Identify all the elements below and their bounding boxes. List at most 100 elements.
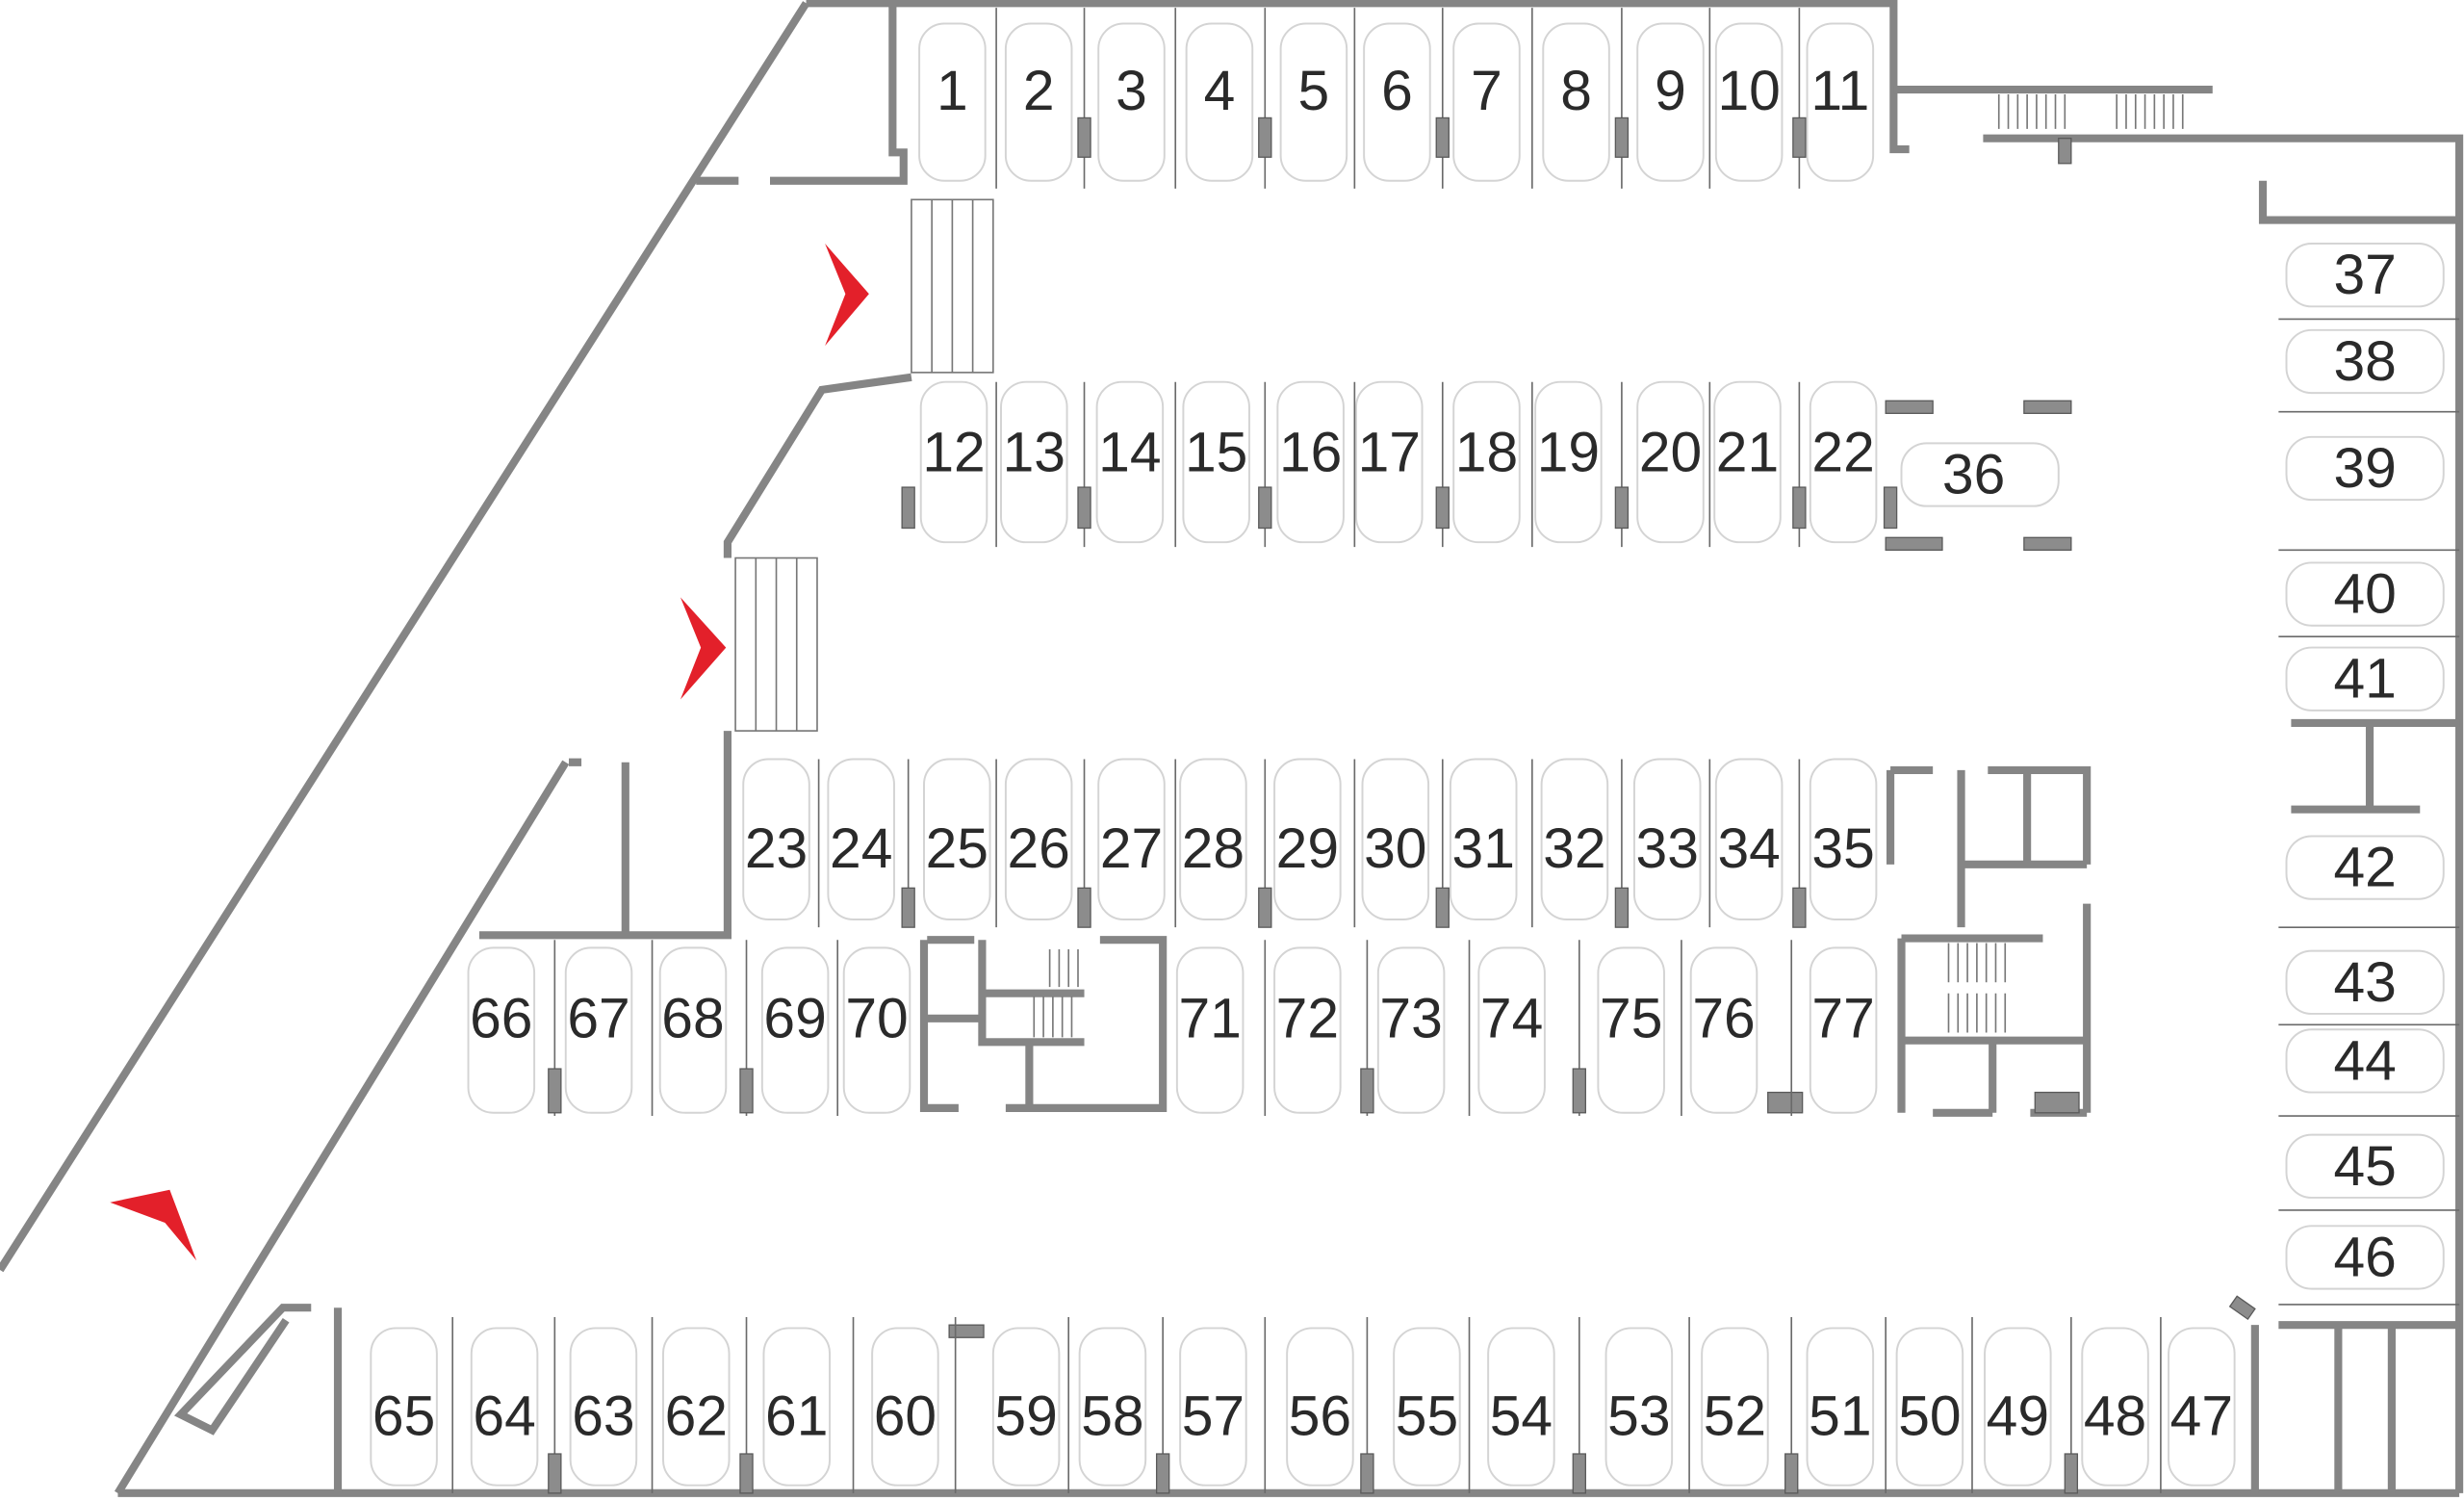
parking-spot[interactable]: 15 bbox=[1182, 380, 1250, 544]
parking-spot[interactable]: 38 bbox=[2285, 328, 2445, 395]
parking-spot[interactable]: 19 bbox=[1534, 380, 1603, 544]
parking-spot[interactable]: 68 bbox=[658, 946, 728, 1114]
parking-spot[interactable]: 13 bbox=[1000, 380, 1068, 544]
parking-spot[interactable]: 25 bbox=[923, 758, 991, 920]
parking-spot[interactable]: 37 bbox=[2285, 243, 2445, 308]
spot-number: 8 bbox=[1560, 60, 1592, 122]
car-icon bbox=[1597, 946, 1665, 1114]
spot-number: 13 bbox=[1003, 422, 1065, 484]
spot-number: 15 bbox=[1185, 422, 1247, 484]
parking-spot[interactable]: 30 bbox=[1361, 758, 1430, 920]
parking-spot[interactable]: 2 bbox=[1004, 22, 1073, 182]
pillar bbox=[948, 1324, 985, 1338]
parking-spot[interactable]: 18 bbox=[1452, 380, 1521, 544]
parking-spot[interactable]: 10 bbox=[1714, 22, 1784, 182]
parking-spot[interactable]: 11 bbox=[1806, 22, 1875, 182]
parking-spot[interactable]: 42 bbox=[2285, 835, 2445, 900]
parking-spot[interactable]: 6 bbox=[1363, 22, 1431, 182]
parking-spot[interactable]: 48 bbox=[2081, 1327, 2149, 1487]
parking-spot[interactable]: 4 bbox=[1185, 22, 1254, 182]
parking-spot[interactable]: 40 bbox=[2285, 561, 2445, 627]
parking-spot[interactable]: 24 bbox=[827, 758, 895, 920]
parking-spot[interactable]: 28 bbox=[1179, 758, 1247, 920]
parking-spot[interactable]: 59 bbox=[991, 1327, 1061, 1487]
parking-spot[interactable]: 33 bbox=[1632, 758, 1702, 920]
parking-spot[interactable]: 51 bbox=[1806, 1327, 1875, 1487]
parking-spot[interactable]: 26 bbox=[1004, 758, 1073, 920]
stairwell-right bbox=[1886, 765, 2092, 1117]
parking-spot[interactable]: 53 bbox=[1604, 1327, 1674, 1487]
parking-spot[interactable]: 49 bbox=[1984, 1327, 2052, 1487]
parking-spot[interactable]: 71 bbox=[1175, 946, 1245, 1114]
pillar bbox=[2023, 536, 2072, 552]
parking-spot[interactable]: 70 bbox=[842, 946, 911, 1114]
parking-spot[interactable]: 1 bbox=[918, 22, 987, 182]
parking-spot[interactable]: 8 bbox=[1542, 22, 1610, 182]
parking-spot[interactable]: 32 bbox=[1540, 758, 1609, 920]
spot-number: 69 bbox=[763, 987, 826, 1049]
parking-spot[interactable]: 69 bbox=[760, 946, 830, 1114]
parking-spot[interactable]: 23 bbox=[742, 758, 810, 920]
parking-spot[interactable]: 45 bbox=[2285, 1133, 2445, 1199]
parking-spot[interactable]: 47 bbox=[2168, 1327, 2236, 1487]
parking-spot[interactable]: 65 bbox=[370, 1327, 438, 1487]
parking-spot[interactable]: 21 bbox=[1713, 380, 1782, 544]
parking-spot[interactable]: 54 bbox=[1487, 1327, 1555, 1487]
parking-spot[interactable]: 63 bbox=[569, 1327, 638, 1487]
parking-spot[interactable]: 75 bbox=[1597, 946, 1665, 1114]
parking-spot[interactable]: 62 bbox=[662, 1327, 731, 1487]
parking-spot[interactable]: 43 bbox=[2285, 949, 2445, 1015]
spot-number: 5 bbox=[1298, 60, 1330, 122]
parking-spot[interactable]: 35 bbox=[1809, 758, 1878, 920]
arrow-right-icon bbox=[680, 597, 727, 700]
parking-spot[interactable]: 67 bbox=[564, 946, 633, 1114]
parking-spot[interactable]: 64 bbox=[470, 1327, 539, 1487]
parking-spot[interactable]: 27 bbox=[1097, 758, 1166, 920]
parking-spot[interactable]: 77 bbox=[1809, 946, 1878, 1114]
parking-spot[interactable]: 22 bbox=[1809, 380, 1878, 544]
car-icon bbox=[658, 946, 728, 1114]
parking-spot[interactable]: 29 bbox=[1273, 758, 1342, 920]
spot-number: 22 bbox=[1811, 422, 1874, 484]
spot-number: 58 bbox=[1081, 1385, 1143, 1447]
parking-spot[interactable]: 74 bbox=[1477, 946, 1546, 1114]
spot-number: 17 bbox=[1358, 422, 1421, 484]
pillar bbox=[1258, 486, 1272, 530]
car-icon bbox=[564, 946, 633, 1114]
parking-spot[interactable]: 7 bbox=[1452, 22, 1521, 182]
spot-number: 14 bbox=[1098, 422, 1161, 484]
parking-spot[interactable]: 9 bbox=[1636, 22, 1705, 182]
parking-spot[interactable]: 34 bbox=[1714, 758, 1784, 920]
parking-spot[interactable]: 5 bbox=[1279, 22, 1348, 182]
parking-spot[interactable]: 39 bbox=[2285, 435, 2445, 502]
parking-spot[interactable]: 17 bbox=[1355, 380, 1424, 544]
parking-spot[interactable]: 52 bbox=[1701, 1327, 1769, 1487]
parking-spot[interactable]: 73 bbox=[1376, 946, 1446, 1114]
parking-spot[interactable]: 55 bbox=[1393, 1327, 1461, 1487]
parking-spot[interactable]: 31 bbox=[1449, 758, 1518, 920]
parking-spot[interactable]: 44 bbox=[2285, 1028, 2445, 1094]
parking-spot[interactable]: 61 bbox=[762, 1327, 832, 1487]
spot-number: 10 bbox=[1717, 60, 1780, 122]
spot-number: 61 bbox=[765, 1385, 828, 1447]
parking-spot[interactable]: 3 bbox=[1097, 22, 1166, 182]
outer-diagonal-wall bbox=[0, 1, 809, 1273]
parking-spot[interactable]: 72 bbox=[1273, 946, 1342, 1114]
parking-spot[interactable]: 57 bbox=[1179, 1327, 1247, 1487]
spot-number: 20 bbox=[1639, 422, 1702, 484]
parking-spot[interactable]: 41 bbox=[2285, 646, 2445, 712]
parking-spot[interactable]: 12 bbox=[919, 380, 988, 544]
parking-spot[interactable]: 50 bbox=[1895, 1327, 1964, 1487]
parking-spot[interactable]: 46 bbox=[2285, 1225, 2445, 1290]
parking-spot[interactable]: 58 bbox=[1078, 1327, 1147, 1487]
parking-spot[interactable]: 66 bbox=[467, 946, 536, 1114]
parking-spot[interactable]: 16 bbox=[1276, 380, 1345, 544]
parking-spot[interactable]: 14 bbox=[1095, 380, 1165, 544]
parking-spot[interactable]: 20 bbox=[1636, 380, 1705, 544]
parking-spot[interactable]: 36 bbox=[1900, 442, 2060, 507]
pillar bbox=[901, 486, 915, 530]
parking-spot[interactable]: 56 bbox=[1286, 1327, 1354, 1487]
parking-spot[interactable]: 60 bbox=[871, 1327, 939, 1487]
parking-spot[interactable]: 76 bbox=[1689, 946, 1758, 1114]
spot-group-spot-side: 36 bbox=[1900, 442, 2060, 507]
